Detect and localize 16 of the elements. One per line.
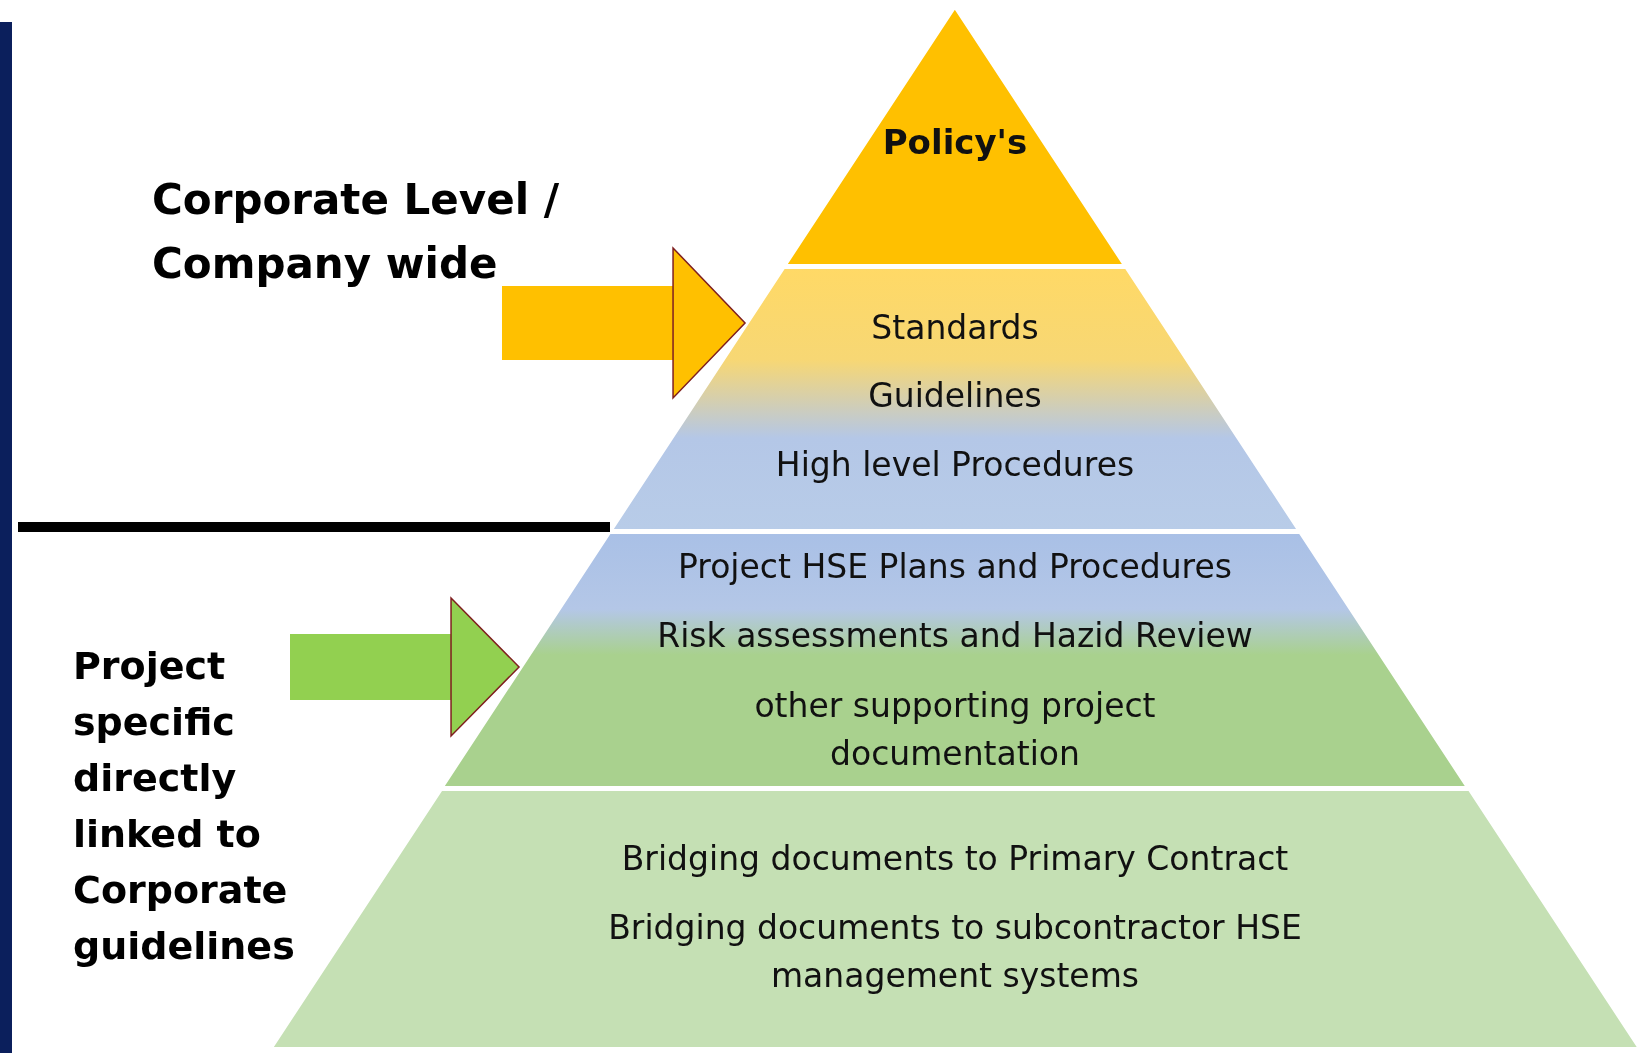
tier-text: Bridging documents to Primary Contract: [620, 838, 1290, 880]
side-label: Project specific directly linked to Corporate guidelines: [73, 638, 373, 974]
pyramid-tier: [443, 533, 1467, 787]
tier-text: High level Procedures: [774, 444, 1136, 486]
tier-text: Bridging documents to subcontractor HSE management systems: [607, 907, 1303, 997]
block-arrow: [502, 247, 746, 399]
tier-text: Project HSE Plans and Procedures: [677, 546, 1233, 588]
pyramid-tier: [612, 268, 1298, 530]
tier-text: Risk assessments and Hazid Review: [656, 615, 1254, 657]
side-label: Corporate Level / Company wide: [152, 168, 582, 296]
tier-title: Policy's: [881, 121, 1029, 164]
tier-text: other supporting project documentation: [753, 685, 1157, 775]
tier-text: Guidelines: [867, 375, 1043, 417]
block-arrow: [290, 597, 520, 737]
tier-text: Standards: [870, 307, 1040, 349]
pyramid-top: [786, 8, 1124, 265]
